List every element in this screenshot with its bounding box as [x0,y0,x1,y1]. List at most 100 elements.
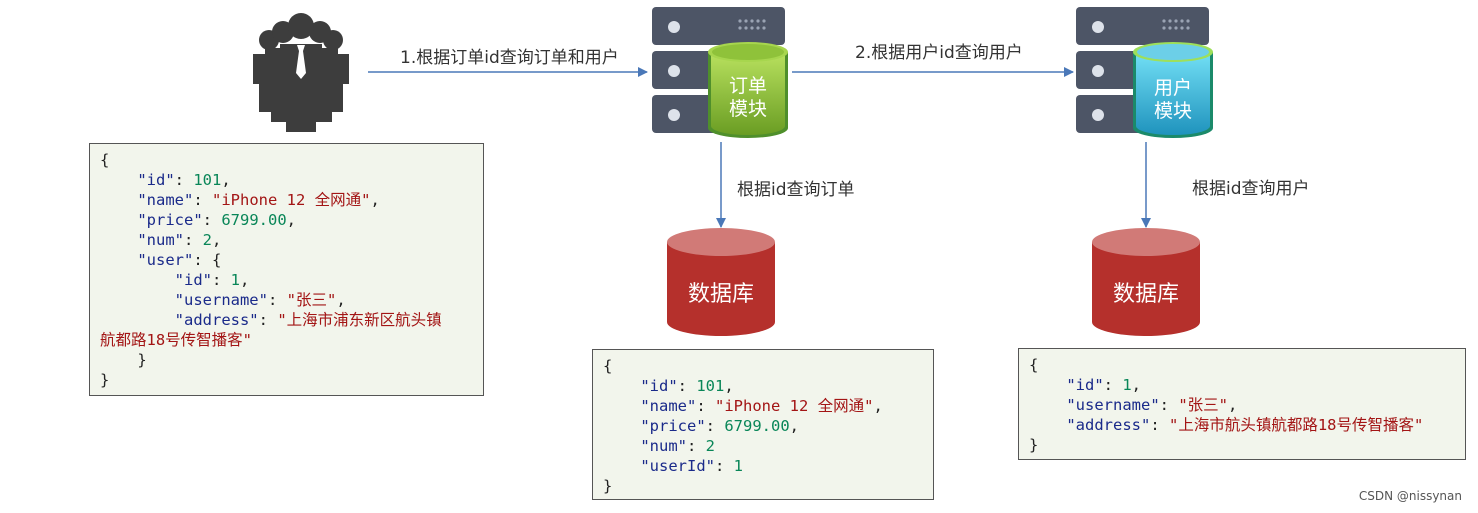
json-punct: : [1103,376,1123,394]
user-module-line2: 模块 [1153,100,1192,122]
json-punct: : { [193,251,222,269]
json-punct: : [184,231,203,249]
json-value: "上海市航头镇航都路18号传智播客" [1169,416,1424,434]
json-value: 101 [696,377,725,395]
json-key: "num" [137,231,184,249]
json-line: "id": 1, [1029,375,1455,395]
json-key: "price" [640,417,706,435]
json-line: "id": 1, [100,270,473,290]
json-punct: , [240,271,250,289]
json-line: { [1029,355,1455,375]
user-module-label: 用户 模块 [1135,77,1211,123]
json-line: "username": "张三", [100,290,473,310]
json-line: "id": 101, [100,170,473,190]
json-value: 航都路18号传智播客" [100,331,252,349]
json-punct: : [193,191,212,209]
json-punct: , [1131,376,1142,394]
json-value: 1 [733,457,743,475]
json-punct: : [1159,396,1179,414]
json-key: "id" [640,377,678,395]
json-line: "price": 6799.00, [100,210,473,230]
json-punct: : [696,397,715,415]
json-key: "username" [174,291,268,309]
order-record-json: { "id": 101, "name": "iPhone 12 全网通", "p… [592,349,934,500]
json-punct: , [1228,396,1238,414]
json-key: "name" [640,397,697,415]
database-cylinder-icon [1092,228,1200,336]
user-module-cylinder [1133,42,1213,138]
json-brace: } [100,371,110,389]
json-value: "iPhone 12 全网通" [715,397,874,415]
json-line: 航都路18号传智播客" [100,330,473,350]
json-punct: : [677,377,697,395]
json-punct: , [221,171,231,189]
json-line: "userId": 1 [603,456,923,476]
json-key: "price" [137,211,203,229]
json-punct: : [687,437,706,455]
json-brace: { [1029,356,1039,374]
json-line: { [100,150,473,170]
arrow-label-order-to-user: 2.根据用户id查询用户 [855,43,1023,63]
json-value: 1 [230,271,240,289]
json-punct: : [258,311,278,329]
json-key: "id" [174,271,212,289]
arrow-label-client-to-order: 1.根据订单id查询订单和用户 [400,48,619,68]
json-punct: : [1150,416,1169,434]
json-punct: : [202,211,222,229]
order-db-label: 数据库 [687,282,754,307]
order-module-cylinder [708,42,788,138]
json-value: "iPhone 12 全网通" [212,191,371,209]
json-punct: , [724,377,734,395]
json-line: "num": 2, [100,230,473,250]
json-brace: } [1029,436,1039,454]
json-key: "id" [137,171,175,189]
json-value: "上海市浦东新区航头镇 [277,311,442,329]
json-punct: , [212,231,222,249]
order-module-line1: 订单 [728,75,767,97]
json-line: "name": "iPhone 12 全网通", [603,396,923,416]
arrow-label-user-to-db: 根据id查询用户 [1192,179,1310,199]
json-punct: , [789,417,799,435]
arrow-label-order-to-db: 根据id查询订单 [737,180,855,200]
user-record-json: { "id": 1, "username": "张三", "address": … [1018,348,1466,460]
json-key: "name" [137,191,194,209]
json-key: "user" [137,251,194,269]
json-punct: : [267,291,287,309]
json-line: } [100,350,473,370]
order-module-line2: 模块 [728,98,767,120]
watermark: CSDN @nissynan [1358,489,1462,503]
json-brace: { [603,357,613,375]
json-key: "username" [1066,396,1160,414]
order-module-label: 订单 模块 [710,75,786,121]
json-line: } [603,476,923,496]
json-line: "id": 101, [603,376,923,396]
people-tie-detail [296,45,306,79]
json-punct: : [705,417,725,435]
json-value: 101 [193,171,222,189]
json-key: "num" [640,437,687,455]
json-value: 2 [705,437,716,455]
json-line: "username": "张三", [1029,395,1455,415]
json-line: "price": 6799.00, [603,416,923,436]
user-db-label: 数据库 [1112,282,1179,307]
database-cylinder-icon [667,228,775,336]
json-value: "张三" [286,291,337,309]
json-brace: } [603,477,613,495]
json-key: "id" [1066,376,1104,394]
json-value: 6799.00 [221,211,287,229]
json-line: "address": "上海市浦东新区航头镇 [100,310,473,330]
json-value: "张三" [1178,396,1228,414]
json-punct: , [336,291,346,309]
json-value: 1 [1122,376,1132,394]
json-line: "num": 2 [603,436,923,456]
json-punct: : [174,171,194,189]
json-value: 2 [202,231,213,249]
json-line: "name": "iPhone 12 全网通", [100,190,473,210]
json-punct: , [286,211,296,229]
json-value: 6799.00 [724,417,790,435]
json-line: "user": { [100,250,473,270]
json-line: { [603,356,923,376]
client-response-json: { "id": 101, "name": "iPhone 12 全网通", "p… [89,143,484,396]
json-punct: , [370,191,380,209]
